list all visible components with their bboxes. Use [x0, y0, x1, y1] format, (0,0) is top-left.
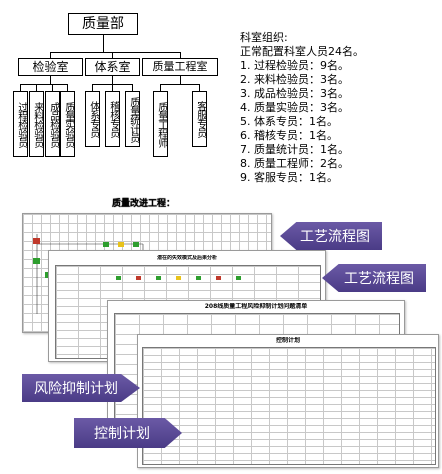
- process-flow-label: 工艺流程图: [300, 229, 370, 245]
- staff-box: 质量统计员: [125, 91, 140, 147]
- staff-label: 质量实验员: [62, 101, 74, 147]
- staff-label: 来料检验员: [31, 101, 43, 147]
- staff-box: 质量实验员: [60, 91, 75, 157]
- staffing-item: 6. 稽核专员：1名。: [240, 129, 338, 142]
- process-flow-callout: 工艺流程图: [280, 222, 382, 250]
- staffing-item: 4. 质量实验员：3名。: [240, 101, 349, 114]
- staffing-item: 7. 质量统计员：1名。: [240, 143, 349, 156]
- staffing-item: 8. 质量工程师：2名。: [240, 157, 349, 170]
- dept-box-inspection: 检验室: [18, 58, 83, 76]
- fmea-title: 潜在的失效模式及后果分析: [156, 255, 217, 261]
- section-title: 质量改进工程：: [112, 199, 176, 209]
- process-flow-callout-2: 工艺流程图: [322, 264, 426, 292]
- staff-box: 质量工程师: [153, 91, 168, 157]
- staff-box: 成品检验员: [45, 91, 60, 157]
- staffing-item: 9. 客服专员：1名。: [240, 171, 338, 184]
- staff-label: 质量工程师: [155, 101, 167, 147]
- control-plan-doc: 控制计划: [137, 334, 439, 468]
- dept-label: 质量工程室: [152, 60, 208, 74]
- staff-label: 客服专员: [194, 101, 206, 137]
- staff-box: 客服专员: [192, 91, 207, 147]
- process-flow-label: 工艺流程图: [344, 271, 414, 287]
- staff-box: 来料检验员: [29, 91, 44, 157]
- org-top-box: 质量部: [68, 13, 138, 35]
- staff-label: 过程检验员: [15, 101, 27, 147]
- control-plan-title: 控制计划: [275, 337, 300, 344]
- staffing-item: 5. 体系专员：1名。: [240, 115, 338, 128]
- staff-box: 体系专员: [85, 91, 100, 147]
- dept-label: 检验室: [32, 59, 69, 74]
- staffing-title: 科室组织:: [240, 31, 288, 44]
- staff-box: 过程检验员: [13, 91, 28, 157]
- risk-plan-title: 208线质量工程风险抑制计划问题清单: [204, 303, 308, 310]
- dept-box-system: 体系室: [85, 58, 140, 76]
- control-plan-callout: 控制计划: [74, 418, 182, 448]
- dept-box-quality-engineering: 质量工程室: [142, 58, 218, 76]
- staff-box: 稽核专员: [105, 91, 120, 147]
- staff-label: 成品检验员: [47, 101, 59, 147]
- risk-plan-callout: 风险抑制计划: [22, 374, 140, 402]
- staffing-item: 2. 来料检验员：3名。: [240, 73, 349, 86]
- org-top-label: 质量部: [82, 15, 124, 32]
- staffing-item: 3. 成品检验员：3名。: [240, 87, 349, 100]
- staff-label: 体系专员: [87, 101, 99, 137]
- dept-label: 体系室: [94, 59, 131, 74]
- staffing-subtitle: 正常配置科室人员24名。: [240, 45, 364, 58]
- risk-plan-label: 风险抑制计划: [34, 381, 118, 397]
- staff-label: 稽核专员: [107, 101, 119, 137]
- control-plan-table: [142, 347, 436, 465]
- control-plan-label: 控制计划: [94, 426, 150, 442]
- staffing-item: 1. 过程检验员：9名。: [240, 59, 349, 72]
- staff-label: 质量统计员: [127, 96, 139, 142]
